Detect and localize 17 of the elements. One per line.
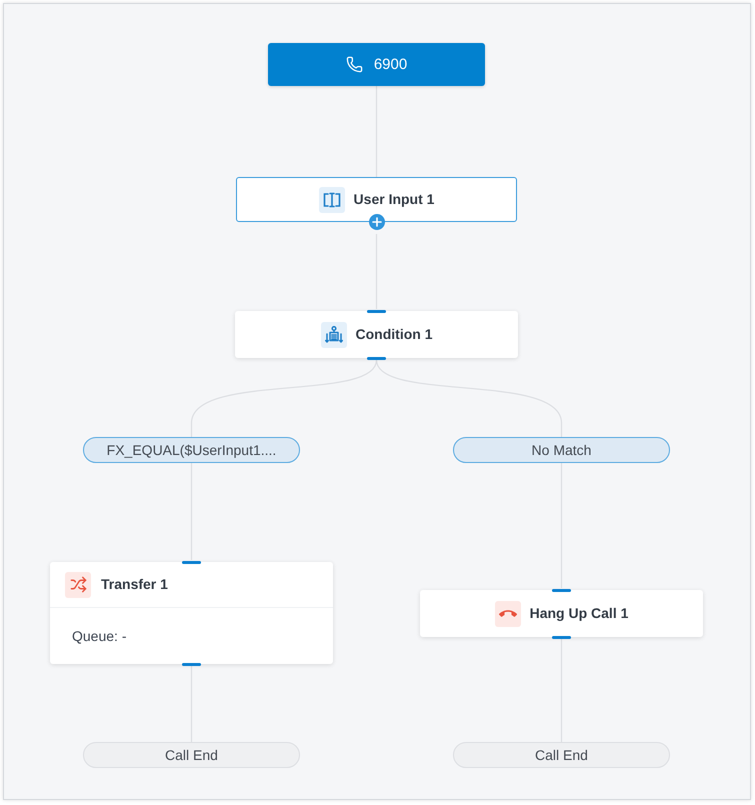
step-detail: Queue: - — [72, 626, 126, 646]
end-terminal: Call End — [83, 742, 300, 768]
step-title: Condition 1 — [356, 325, 432, 344]
step-card — [236, 177, 517, 222]
connector-line — [376, 360, 562, 437]
step-card — [50, 562, 333, 664]
branch-condition: FX_EQUAL($UserInput1.... — [83, 437, 300, 463]
step-title: Hang Up Call 1 — [530, 604, 628, 623]
branch-condition: No Match — [453, 437, 670, 463]
trigger-block — [268, 43, 485, 86]
step-title: User Input 1 — [354, 190, 434, 209]
trigger-number: 6900 — [374, 57, 408, 72]
connector-line — [190, 360, 378, 437]
step-card — [235, 311, 518, 358]
end-terminal: Call End — [453, 742, 670, 768]
step-title: Transfer 1 — [101, 575, 168, 594]
step-card — [420, 590, 703, 637]
